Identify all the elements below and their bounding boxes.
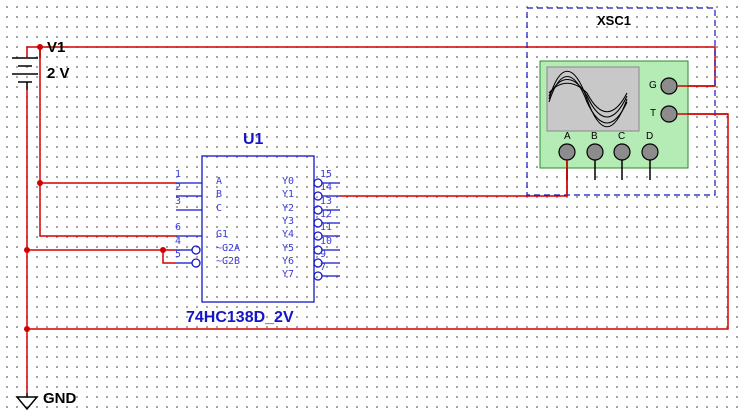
pin-name: Y5 [282, 243, 295, 254]
chip-u1-body[interactable] [201, 155, 315, 303]
pin-name: G1 [216, 229, 229, 240]
chip-ref-label: U1 [243, 131, 264, 148]
pin-name: Y0 [282, 176, 295, 187]
pin-number: 6 [175, 222, 182, 233]
pin-number: 3 [175, 196, 182, 207]
pin-name: Y2 [282, 203, 295, 214]
pin-number: 1 [175, 169, 182, 180]
pin-number: 14 [320, 182, 333, 193]
scope-terminal-c[interactable] [613, 143, 631, 180]
pin-name: Y3 [282, 216, 295, 227]
junction-dots [24, 44, 166, 332]
pin-name: C [216, 203, 223, 214]
chip-part-label: 74HC138D_2V [186, 309, 294, 326]
wire-gnd-to-g2a [26, 90, 176, 251]
scope-channel-label-d: D [646, 131, 654, 142]
pin-number: 5 [175, 249, 182, 260]
wire-v1-left-top [26, 46, 40, 58]
chip-right-pin-leads [313, 178, 340, 281]
scope-channel-label-c: C [618, 131, 626, 142]
pin-number: 13 [320, 196, 333, 207]
battery-name: V1 [47, 39, 66, 56]
pin-name: A [216, 176, 223, 187]
scope-terminal-b[interactable] [586, 143, 604, 180]
pin-number: 11 [320, 222, 333, 233]
pin-number: 4 [175, 236, 182, 247]
scope-boundary [526, 7, 716, 196]
pin-number: 10 [320, 236, 333, 247]
chip-left-pin-leads [176, 182, 202, 268]
pin-number: 15 [320, 169, 333, 180]
scope-terminal-t[interactable] [660, 105, 678, 123]
wire-g2a-g2b [162, 250, 176, 264]
ground-label: GND [43, 390, 77, 407]
wire-y1-to-scope-a [340, 152, 568, 197]
scope-terminal-label-g: G [649, 80, 657, 91]
pin-number: 9 [320, 249, 327, 260]
pin-number: 7 [320, 262, 327, 273]
scope-waveform-icon [548, 70, 628, 128]
pin-name: Y1 [282, 189, 295, 200]
scope-terminals [558, 77, 678, 180]
pin-name: Y7 [282, 269, 295, 280]
scope-ref-label: XSC1 [597, 13, 631, 28]
pin-number: 2 [175, 182, 182, 193]
ground-symbol[interactable] [15, 393, 39, 411]
pin-name: ~G2A [216, 243, 241, 254]
scope-terminal-label-t: T [650, 108, 657, 119]
battery-v1-symbol[interactable] [12, 47, 41, 90]
pin-name: Y4 [282, 229, 295, 240]
pin-number: 12 [320, 209, 333, 220]
pin-name: ~G2B [216, 256, 241, 267]
pin-name: B [216, 189, 223, 200]
scope-channel-label-a: A [564, 131, 571, 142]
scope-terminal-g[interactable] [660, 77, 678, 95]
scope-wire-ends [566, 85, 728, 196]
pin-name: Y6 [282, 256, 295, 267]
wire-to-g1 [39, 183, 176, 237]
battery-value: 2 V [47, 65, 70, 82]
scope-channel-label-b: B [591, 131, 598, 142]
scope-terminal-d[interactable] [641, 143, 659, 180]
